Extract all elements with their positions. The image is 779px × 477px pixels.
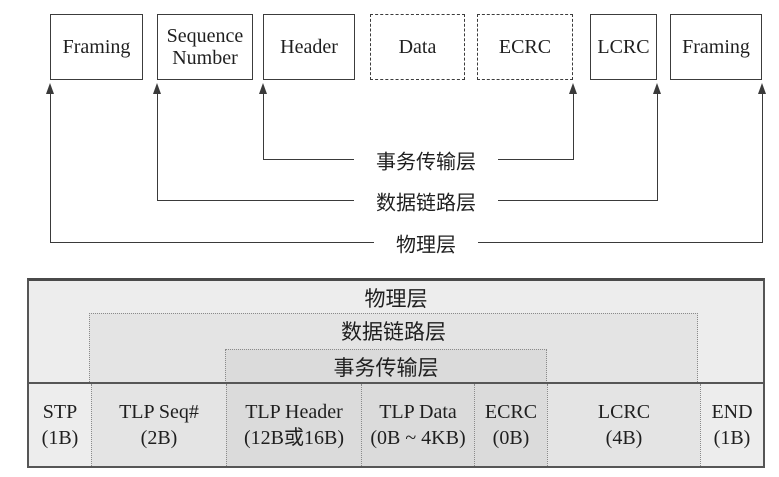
cell-size: (12B或16B)	[244, 426, 344, 449]
cell-name: LCRC	[597, 400, 651, 423]
transaction-layer-label: 事务传输层	[354, 145, 498, 175]
table-transaction-layer-band: 事务传输层	[225, 349, 547, 383]
bracket-stem	[573, 94, 574, 159]
field-box-data: Data	[370, 14, 465, 80]
field-box-lcrc: LCRC	[590, 14, 657, 80]
cell-stp: STP (1B)	[29, 384, 91, 466]
field-box-framing-left: Framing	[50, 14, 143, 80]
cell-name: STP	[42, 400, 78, 423]
cell-size: (0B ~ 4KB)	[370, 426, 466, 449]
bracket-stem	[50, 94, 51, 242]
table-data-row: STP (1B) TLP Seq# (2B) TLP Header (12B或1…	[29, 384, 763, 466]
table-physical-layer-label: 物理层	[364, 286, 428, 311]
arrow-up-icon	[569, 83, 577, 94]
table-datalink-layer-label: 数据链路层	[341, 320, 446, 344]
arrow-up-icon	[653, 83, 661, 94]
cell-size: (1B)	[713, 426, 751, 449]
cell-tlp-header: TLP Header (12B或16B)	[226, 384, 361, 466]
field-label: LCRC	[597, 35, 650, 58]
field-box-header: Header	[263, 14, 355, 80]
field-box-framing-right: Framing	[670, 14, 762, 80]
cell-tlp-seq: TLP Seq# (2B)	[91, 384, 226, 466]
cell-name: END	[711, 400, 753, 423]
cell-name: TLP Header	[245, 400, 343, 423]
bracket-stem	[762, 94, 763, 242]
cell-name: TLP Data	[379, 400, 457, 423]
field-label: Framing	[62, 35, 131, 58]
arrow-up-icon	[259, 83, 267, 94]
datalink-layer-label: 数据链路层	[354, 186, 498, 216]
table-transaction-layer-label: 事务传输层	[333, 355, 439, 380]
arrow-up-icon	[153, 83, 161, 94]
cell-end: END (1B)	[700, 384, 763, 466]
arrow-up-icon	[46, 83, 54, 94]
cell-tlp-data: TLP Data (0B ~ 4KB)	[361, 384, 474, 466]
cell-size: (2B)	[140, 426, 178, 449]
bracket-stem	[157, 94, 158, 200]
cell-size: (4B)	[605, 426, 643, 449]
bracket-stem	[263, 94, 264, 159]
cell-ecrc: ECRC (0B)	[474, 384, 547, 466]
field-label: Sequence Number	[166, 24, 244, 69]
bracket-stem	[657, 94, 658, 200]
table-row-divider	[29, 382, 763, 384]
cell-name: TLP Seq#	[119, 400, 199, 423]
cell-name: ECRC	[484, 400, 538, 423]
table-physical-layer-row: 物理层	[29, 281, 763, 314]
field-label: ECRC	[498, 35, 552, 58]
table-datalink-layer-band: 数据链路层 事务传输层	[89, 313, 698, 383]
cell-lcrc: LCRC (4B)	[547, 384, 700, 466]
field-label: Data	[398, 35, 437, 58]
packet-layer-table: 物理层 数据链路层 事务传输层 STP (1B) TLP Seq# (2B) T…	[27, 278, 765, 468]
field-box-sequence-number: Sequence Number	[157, 14, 253, 80]
arrow-up-icon	[758, 83, 766, 94]
field-label: Header	[280, 35, 338, 58]
cell-size: (0B)	[492, 426, 530, 449]
field-label: Framing	[682, 35, 750, 58]
physical-layer-label: 物理层	[374, 228, 478, 258]
cell-size: (1B)	[41, 426, 79, 449]
field-box-ecrc: ECRC	[477, 14, 573, 80]
